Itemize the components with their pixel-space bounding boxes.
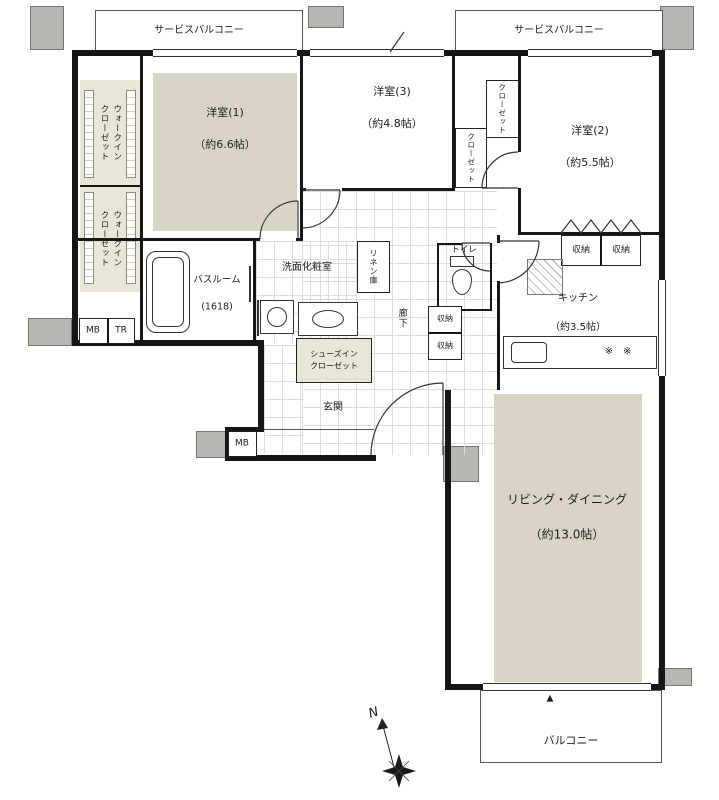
living-label: リビング・ダイニング （約13.0帖） [507,475,627,562]
living-size: （約13.0帖） [529,527,605,542]
bathroom-size: (1618) [201,301,233,313]
wall-segment [342,188,455,191]
kitchen-name: キッチン [558,292,598,304]
room2-label: 洋室(2) （約5.5帖） [559,107,621,187]
living-name: リビング・ダイニング [506,492,628,507]
storage-label: 収納 [611,245,631,256]
room2-size: （約5.5帖） [559,155,621,169]
washing-machine-drum [267,307,287,327]
closet-rod-icon [84,90,94,178]
adjacent-block [28,318,72,346]
wall-segment [452,50,455,191]
service-balcony-left-label: サービスバルコニー [154,24,244,36]
living-floor [494,394,642,682]
room2-name: 洋室(2) [571,124,609,138]
wall-segment [300,50,303,241]
kitchen-size: （約3.5帖） [550,321,606,333]
linen-label: リネン庫 [369,249,378,285]
tr-label: TR [115,325,127,336]
wall-segment [300,188,306,191]
room3-label: 洋室(3) （約4.8帖） [361,68,423,148]
wall-segment [225,427,264,432]
compass [377,718,416,788]
closet-label: クローゼット [466,132,476,184]
wall-segment [437,243,439,311]
wall-segment [140,50,143,342]
wall-segment [600,235,602,266]
wall-segment [72,340,264,346]
mb-label: MB [86,325,100,336]
service-balcony-right [455,10,663,51]
wall-segment [225,455,376,461]
bathroom-name: バスルーム [193,274,241,286]
wall-segment [72,238,260,241]
wall-segment [445,390,451,690]
room3-size: （約4.8帖） [361,116,423,130]
wall-segment [107,318,109,344]
adjacent-block [658,668,692,686]
adjacent-block [308,6,344,28]
balcony-bottom [480,690,662,763]
window [153,49,297,57]
closet-a-box [486,80,519,138]
walkin-closet-label: ウォークイン クローゼット [99,210,122,268]
walkin-closet-label: ウォークイン クローゼット [99,104,122,162]
closet-rod-icon [126,90,136,178]
compass-rose-icon [382,754,416,788]
wall-segment [253,241,256,342]
kitchen-label: キッチン （約3.5帖） [550,277,606,350]
vanity-sink [312,310,344,328]
toilet-label: トイレ [451,244,477,255]
room3-name: 洋室(3) [373,85,411,99]
linen-box [357,241,390,293]
mb-label: MB [235,438,249,449]
door-arc-room2 [481,151,519,189]
toilet-tank [450,256,474,267]
mb-box [228,431,257,457]
entrance-label: 玄関 [323,401,343,413]
washing-machine-icon [260,300,294,334]
north-label: N [366,704,381,722]
wall-segment [225,427,230,461]
adjacent-block [660,6,694,50]
entrance-step-line [264,429,374,430]
balcony-entry-marker: ▲ [546,693,554,704]
wall-segment [518,50,521,152]
wall-segment [428,332,462,334]
balcony-label: バルコニー [543,734,599,748]
window [310,49,444,57]
shoes-closet-label: シューズイン クローゼット [310,349,358,370]
wall-segment [258,340,264,432]
storage-label: 収納 [437,314,453,324]
wall-segment [437,243,462,245]
wall-segment [72,50,78,346]
storage-label: 収納 [571,245,591,256]
adjacent-block [30,6,64,50]
closet-label: クローゼット [497,83,507,135]
shoes-closet-box [296,338,372,383]
adjacent-block [196,431,226,458]
wall-segment [490,243,492,311]
service-balcony-right-label: サービスバルコニー [514,24,604,36]
room1-name: 洋室(1) [206,106,244,120]
kitchen-sink-icon [511,342,547,363]
storage-label: 収納 [437,341,453,351]
washroom-label: 洗面化粧室 [282,261,332,273]
room1-size: （約6.6帖） [194,137,256,151]
corridor-label: 廊下 [396,308,407,328]
window [528,49,652,57]
wall-segment [497,281,500,390]
wall-segment [437,309,492,311]
room1-label: 洋室(1) （約6.6帖） [194,89,256,169]
wall-segment [80,185,140,187]
wall-segment [497,235,500,243]
window [658,280,666,376]
stove-burners: ※ ※ [604,345,632,357]
bathtub-inner [152,257,184,327]
wall-segment [296,238,303,241]
window [483,683,651,691]
bathroom-label: バスルーム (1618) [193,260,240,329]
wall-segment [518,188,521,235]
